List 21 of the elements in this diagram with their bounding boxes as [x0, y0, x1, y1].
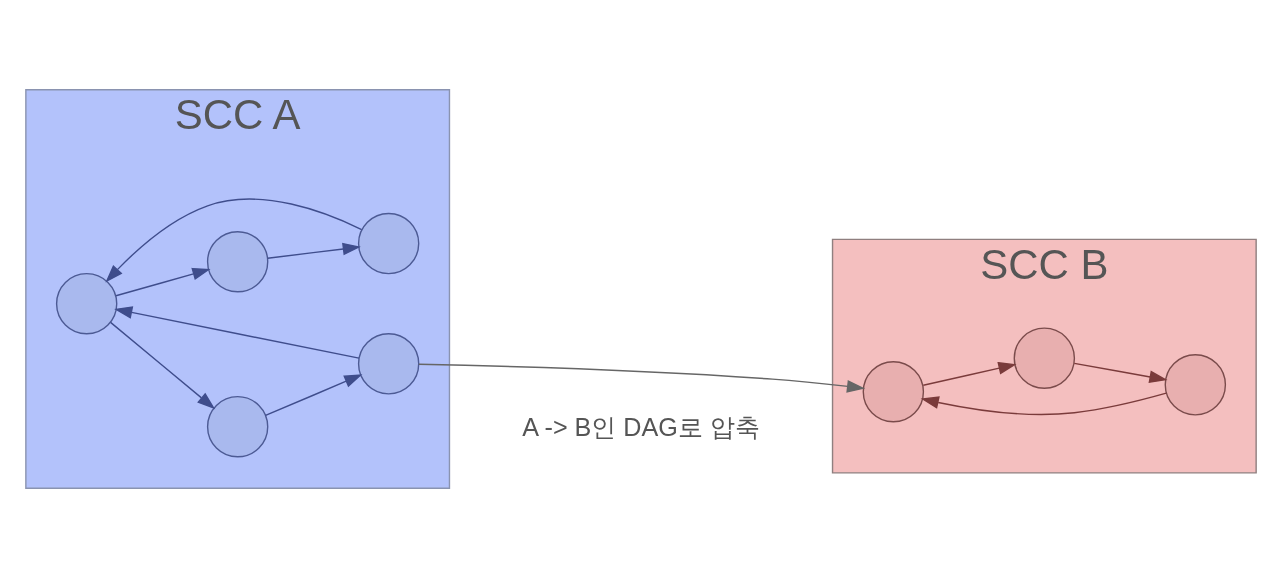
arrow — [115, 267, 211, 296]
arrow — [105, 197, 363, 283]
cluster: SCC A — [25, 88, 451, 489]
arrow — [109, 321, 216, 409]
node-circle — [55, 272, 118, 334]
arrow — [922, 361, 1017, 386]
arrow — [114, 305, 360, 359]
arrow — [920, 391, 1167, 415]
node-circle — [357, 212, 420, 274]
label: A -> B인 DAG로 압축 — [522, 412, 760, 441]
node-circle — [206, 230, 269, 292]
node-circle — [206, 395, 269, 457]
arrow — [418, 363, 866, 393]
arrow — [264, 373, 363, 416]
arrow — [266, 242, 361, 259]
cluster: SCC B — [831, 238, 1257, 474]
node-circle — [862, 360, 925, 422]
node-circle — [1164, 353, 1227, 416]
node-circle — [1013, 326, 1076, 389]
arrow — [1073, 362, 1168, 383]
node-circle — [357, 332, 420, 395]
